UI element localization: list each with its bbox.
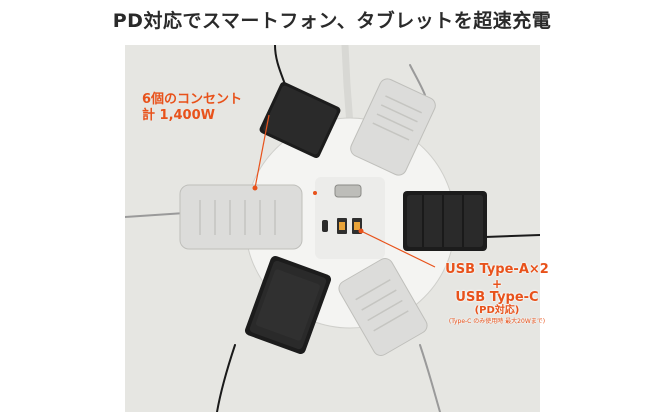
adapter-black-bottom — [244, 255, 332, 355]
indicator-light — [313, 191, 317, 195]
usb-callout: USB Type-A×2 + USB Type-C (PD対応) (Type-C… — [412, 262, 582, 325]
usb-callout-line1: USB Type-A×2 — [445, 262, 549, 277]
usb-callout-line3: USB Type-C — [455, 289, 539, 305]
outlets-callout-line1: 6個のコンセント — [142, 92, 243, 107]
usb-c-port — [322, 220, 328, 232]
adapter-white-left — [179, 114, 303, 250]
adapter-white-top — [350, 78, 436, 176]
outlets-callout-line2: 計 1,400W — [142, 107, 215, 123]
adapter-black-top — [259, 81, 341, 159]
outlets-callout: 6個のコンセント 計 1,400W — [142, 92, 242, 123]
product-photo — [125, 45, 540, 412]
headline: PD対応でスマートフォン、タブレットを超速充電 — [112, 10, 552, 32]
adapter-black-right — [403, 191, 487, 251]
product-illustration — [125, 45, 540, 412]
usb-panel — [315, 177, 385, 259]
power-switch — [334, 184, 362, 198]
cables — [125, 45, 540, 412]
usb-callout-line2: + — [491, 276, 503, 291]
usb-callout-line4: (PD対応) — [474, 305, 520, 317]
adapter-white-bottom — [338, 258, 428, 356]
usb-callout-note: (Type-C のみ使用時 最大20Wまで) — [448, 318, 546, 326]
